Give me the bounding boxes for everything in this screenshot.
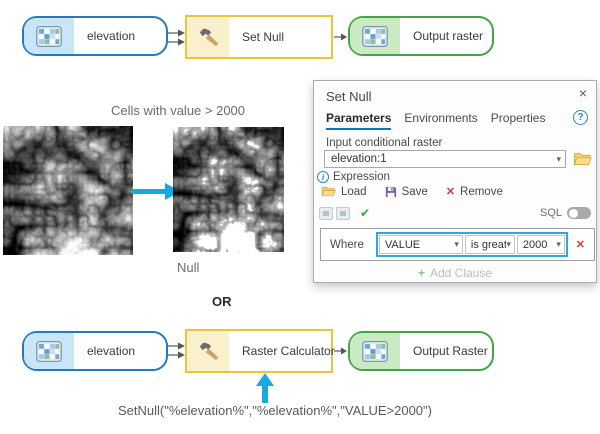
raster-icon: [36, 26, 62, 47]
delete-clause-icon[interactable]: ✕: [575, 239, 585, 251]
folder-icon: [321, 186, 336, 197]
where-label: Where: [330, 238, 364, 251]
hammer-icon: [197, 26, 220, 49]
clause-highlight-group: VALUE ▾ is great ▾ 2000 ▾: [375, 232, 568, 257]
model-node-input-elevation-top[interactable]: elevation: [22, 16, 168, 56]
floppy-disk-icon: [385, 186, 397, 198]
setnull-formula-text: SetNull("%elevation%","%elevation%","VAL…: [118, 403, 432, 418]
model-node-output-raster-bottom[interactable]: Output Raster: [348, 331, 494, 371]
arrow-connector-bottom: [334, 347, 347, 355]
figure-caption: Cells with value > 2000: [110, 103, 246, 118]
info-icon: i: [317, 171, 329, 183]
clause-tool-button-1[interactable]: [319, 206, 333, 220]
chevron-down-icon: ▾: [506, 239, 511, 249]
clause-field-value: VALUE: [384, 238, 421, 251]
dialog-title: Set Null: [326, 89, 372, 104]
expression-header: i Expression: [317, 171, 390, 183]
clause-field-dropdown[interactable]: VALUE ▾: [378, 235, 463, 254]
clause-operator-value: is great: [470, 238, 507, 251]
node-icon-area: [24, 333, 74, 369]
add-clause-label: Add Clause: [429, 266, 493, 280]
node-label: Set Null: [242, 30, 285, 44]
verify-check-icon[interactable]: ✔: [360, 206, 371, 220]
chevron-down-icon: ▾: [556, 239, 561, 249]
node-icon-area: [350, 333, 400, 369]
save-button[interactable]: Save: [385, 186, 428, 198]
nulled-raster-image: [173, 127, 284, 252]
elevation-raster-image: [3, 126, 133, 255]
setnull-dialog: Set Null × Parameters Environments Prope…: [313, 80, 597, 283]
sql-label: SQL: [539, 207, 562, 219]
node-icon-area: [187, 331, 229, 371]
clause-tool-button-2[interactable]: [336, 206, 350, 220]
node-icon-area: [187, 17, 229, 57]
chevron-down-icon: ▾: [556, 153, 561, 164]
plus-icon: +: [417, 266, 425, 280]
sql-toggle[interactable]: [567, 207, 591, 219]
remove-button[interactable]: ✕ Remove: [445, 185, 503, 199]
node-icon-area: [24, 18, 74, 54]
or-label: OR: [212, 294, 232, 309]
where-clause-row: Where VALUE ▾ is great ▾ 2000 ▾ ✕: [320, 228, 595, 261]
load-label: Load: [341, 185, 367, 198]
clause-value-dropdown[interactable]: 2000 ▾: [516, 235, 565, 254]
raster-icon: [362, 341, 388, 362]
tab-parameters[interactable]: Parameters: [326, 111, 392, 130]
model-node-tool-setnull[interactable]: Set Null: [185, 15, 333, 59]
browse-button[interactable]: [573, 151, 593, 167]
add-clause-button[interactable]: + Add Clause: [314, 266, 596, 280]
tab-properties[interactable]: Properties: [490, 111, 546, 125]
model-node-output-raster-top[interactable]: Output raster: [348, 16, 494, 56]
model-node-input-elevation-bottom[interactable]: elevation: [22, 331, 168, 371]
double-arrow-connector-top: [168, 29, 185, 46]
expression-buttons: Load Save ✕ Remove: [321, 185, 503, 198]
clause-value: 2000: [522, 238, 548, 251]
folder-icon: [573, 152, 592, 166]
input-raster-value: elevation:1: [331, 153, 387, 165]
node-label: elevation: [87, 344, 136, 358]
expression-label: Expression: [333, 171, 390, 183]
chevron-down-icon: ▾: [454, 239, 459, 249]
double-arrow-connector-bottom: [168, 342, 185, 359]
model-node-tool-raster-calculator[interactable]: Raster Calculator: [185, 329, 335, 373]
clause-operator-dropdown[interactable]: is great ▾: [464, 235, 515, 254]
remove-label: Remove: [460, 185, 503, 198]
tab-environments[interactable]: Environments: [404, 111, 478, 125]
clause-toolbar: ✔ SQL: [319, 206, 593, 220]
node-label: Output Raster: [413, 344, 488, 358]
arrow-connector-top: [334, 33, 347, 41]
input-raster-label: Input conditional raster: [326, 137, 443, 149]
node-label: Output raster: [413, 29, 484, 43]
red-x-icon: ✕: [445, 186, 456, 198]
dialog-tabs: Parameters Environments Properties: [326, 111, 545, 130]
hammer-icon: [197, 340, 220, 363]
node-icon-area: [350, 18, 400, 54]
input-raster-dropdown[interactable]: elevation:1 ▾: [324, 150, 566, 168]
close-icon[interactable]: ×: [578, 85, 587, 101]
raster-icon: [362, 26, 388, 47]
node-label: elevation: [87, 29, 136, 43]
raster-icon: [36, 341, 62, 362]
cyan-arrow-up-icon: [256, 373, 274, 403]
help-icon[interactable]: ?: [573, 110, 588, 125]
load-button[interactable]: Load: [321, 186, 367, 198]
node-label: Raster Calculator: [242, 344, 335, 358]
save-label: Save: [401, 185, 428, 198]
null-label: Null: [177, 260, 200, 275]
